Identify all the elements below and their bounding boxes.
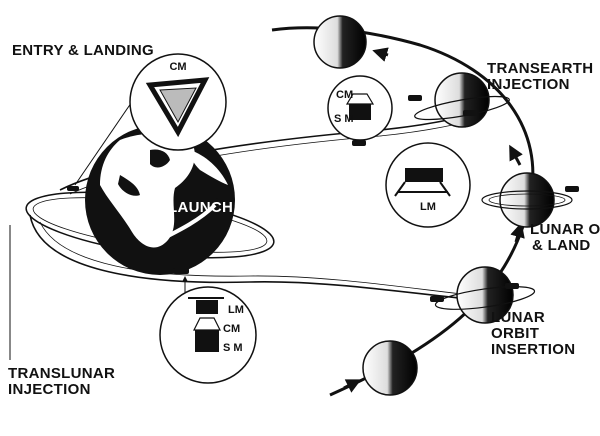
label-lunar-orbit-insertion-line3: INSERTION — [491, 341, 575, 358]
label-entry-landing: ENTRY & LANDING — [12, 42, 154, 59]
label-lunar-orbit-landing-line2: & LAND — [532, 237, 590, 254]
label-launch: LAUNCH — [168, 199, 233, 216]
entry-inset-title: CM — [169, 61, 186, 73]
moon-path-arrow-3 — [509, 144, 523, 166]
moon-phase-4 — [434, 266, 536, 324]
label-translunar-line2: INJECTION — [8, 381, 91, 398]
outbound-trajectory — [29, 214, 481, 301]
label-translunar-line1: TRANSLUNAR — [8, 365, 115, 382]
transearth-sm-label: S M — [334, 113, 354, 125]
label-lunar-orbit-insertion-line2: ORBIT — [491, 325, 539, 342]
translunar-sm-label: S M — [223, 342, 243, 354]
label-transearth-line2: INJECTION — [487, 76, 570, 93]
moon-path-arrow-2 — [372, 47, 389, 62]
landing-inset: LM — [385, 142, 471, 228]
moon-phase-3 — [481, 172, 573, 228]
landing-lm-label: LM — [420, 201, 436, 213]
entry-callout-line — [74, 89, 141, 186]
spacecraft-markers — [67, 95, 579, 302]
moon-phase-1 — [313, 15, 367, 69]
outbound-trajectory-inner — [39, 221, 481, 297]
earth-globe — [85, 125, 235, 275]
moon-path-arrow-4 — [510, 222, 525, 243]
moon-phase-5 — [362, 340, 418, 396]
label-transearth-line1: TRANSEARTH — [487, 60, 593, 77]
label-lunar-orbit-insertion-line1: LUNAR — [491, 309, 545, 326]
translunar-inset: LM CM S M — [159, 286, 257, 384]
moon-path-arrow-1 — [343, 379, 362, 393]
transearth-inset: CM S M — [327, 75, 393, 141]
transearth-cm-label: CM — [336, 89, 353, 101]
entry-inset: CM — [129, 53, 227, 151]
translunar-cm-label: CM — [223, 323, 240, 335]
translunar-lm-label: LM — [228, 304, 244, 316]
launch-trail — [159, 203, 217, 242]
label-lunar-orbit-landing-line1: LUNAR O — [530, 221, 600, 238]
